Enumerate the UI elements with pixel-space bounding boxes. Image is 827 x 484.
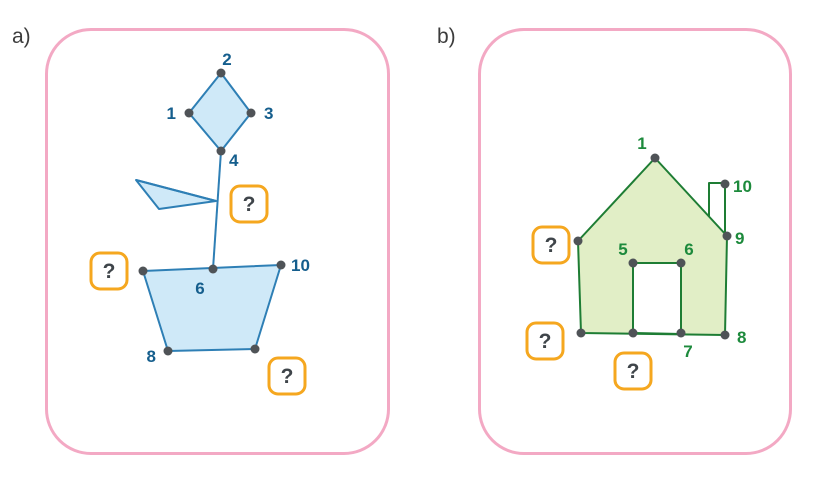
point-label-a-4: 4 bbox=[229, 151, 239, 170]
door-shape bbox=[632, 262, 682, 335]
dot-b-7 bbox=[676, 328, 686, 338]
dot-a-8 bbox=[163, 346, 173, 356]
panel-b-label: b) bbox=[437, 25, 456, 48]
point-label-a-10: 10 bbox=[291, 256, 310, 275]
leaf-shape bbox=[135, 179, 217, 210]
point-label-b-7: 7 bbox=[683, 342, 692, 361]
figure-b-house: 1 10 9 5 6 7 8 ? ? ? bbox=[525, 134, 752, 391]
question-box-frame[interactable] bbox=[525, 321, 565, 361]
dot-b-8 bbox=[720, 330, 730, 340]
dot-a-pot-bottomright bbox=[250, 344, 260, 354]
question-box-a-3[interactable]: ? bbox=[267, 356, 307, 396]
question-box-frame[interactable] bbox=[229, 184, 269, 224]
point-label-a-8: 8 bbox=[147, 347, 156, 366]
dot-b-9 bbox=[722, 231, 732, 241]
dot-a-6 bbox=[208, 264, 218, 274]
point-label-a-6: 6 bbox=[195, 279, 204, 298]
point-label-b-8: 8 bbox=[737, 328, 746, 347]
dot-b-5 bbox=[628, 258, 638, 268]
question-box-b-3[interactable]: ? bbox=[613, 351, 653, 391]
question-box-frame[interactable] bbox=[531, 225, 571, 265]
question-box-frame[interactable] bbox=[613, 351, 653, 391]
dot-b-bottomleft bbox=[576, 328, 586, 338]
question-box-a-1[interactable]: ? bbox=[229, 184, 269, 224]
dot-a-10 bbox=[276, 260, 286, 270]
figure-a-flower-pot: 2 1 3 4 6 10 8 ? ? ? bbox=[89, 50, 310, 396]
point-label-b-9: 9 bbox=[735, 229, 744, 248]
question-box-frame[interactable] bbox=[89, 251, 129, 291]
dot-a-4 bbox=[216, 146, 226, 156]
point-label-b-1: 1 bbox=[637, 134, 646, 153]
question-box-b-2[interactable]: ? bbox=[525, 321, 565, 361]
panel-b: 1 10 9 5 6 7 8 ? ? ? bbox=[478, 28, 792, 455]
dot-a-1 bbox=[184, 108, 194, 118]
dot-b-left-eave bbox=[573, 236, 583, 246]
question-mark: ? bbox=[243, 193, 256, 216]
leaf-fold-line bbox=[135, 179, 217, 202]
dot-b-6 bbox=[676, 258, 686, 268]
question-mark: ? bbox=[103, 260, 116, 283]
question-mark: ? bbox=[539, 330, 552, 353]
question-mark: ? bbox=[281, 365, 294, 388]
point-label-a-1: 1 bbox=[167, 104, 176, 123]
dot-b-door-bottomleft bbox=[628, 328, 638, 338]
dot-a-3 bbox=[246, 108, 256, 118]
diamond-shape bbox=[188, 72, 252, 152]
panel-a-label: a) bbox=[12, 25, 31, 48]
point-label-b-6: 6 bbox=[684, 240, 693, 259]
question-mark: ? bbox=[545, 234, 558, 257]
dot-a-2 bbox=[216, 68, 226, 78]
question-box-frame[interactable] bbox=[267, 356, 307, 396]
dot-b-10 bbox=[720, 179, 730, 189]
point-label-a-3: 3 bbox=[264, 104, 273, 123]
point-label-b-5: 5 bbox=[618, 240, 627, 259]
dot-b-1 bbox=[650, 153, 660, 163]
stem-line bbox=[212, 150, 222, 270]
question-mark: ? bbox=[627, 360, 640, 383]
question-box-b-1[interactable]: ? bbox=[531, 225, 571, 265]
dot-a-pot-topleft bbox=[138, 266, 148, 276]
point-label-b-10: 10 bbox=[733, 177, 752, 196]
point-label-a-2: 2 bbox=[222, 50, 231, 69]
panel-a: 2 1 3 4 6 10 8 ? ? ? bbox=[45, 28, 390, 455]
pot-shape bbox=[142, 264, 282, 352]
question-box-a-2[interactable]: ? bbox=[89, 251, 129, 291]
